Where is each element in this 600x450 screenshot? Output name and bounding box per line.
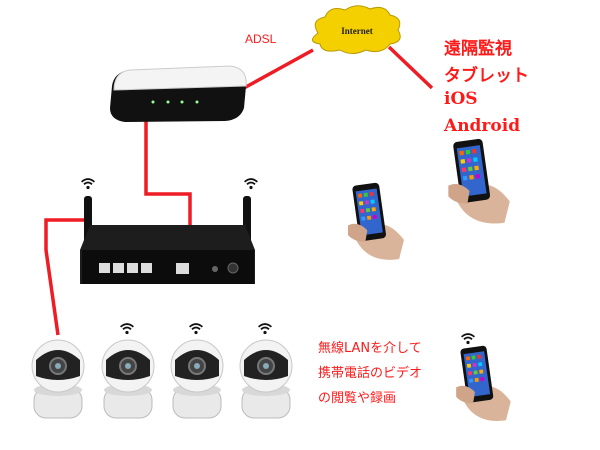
network-links xyxy=(44,45,434,336)
adsl-modem xyxy=(110,65,247,122)
smartphone-local xyxy=(456,345,511,421)
android-label: Android xyxy=(444,116,521,136)
ip-camera-1 xyxy=(31,339,85,419)
wifi-icon xyxy=(188,323,204,335)
smartphone-remote xyxy=(448,138,510,224)
adsl-label: ADSL xyxy=(245,32,277,46)
ip-camera-3 xyxy=(170,339,224,419)
internet-cloud: Internet xyxy=(312,5,401,54)
wireless-router xyxy=(80,196,255,284)
wlan-caption-line-2: 携帯電話のビデオ xyxy=(318,366,423,381)
wlan-caption-line-1: 無線LANを介して xyxy=(318,341,422,356)
internet-label: Internet xyxy=(341,26,373,36)
wlan-caption-line-3: の閲覧や録画 xyxy=(318,391,397,406)
wifi-icon xyxy=(80,178,96,190)
wifi-icon xyxy=(460,333,476,345)
ios-label: iOS xyxy=(444,89,478,109)
smartphone-tablet xyxy=(347,182,404,260)
tablet-label: タブレット xyxy=(444,66,529,86)
wifi-icon xyxy=(257,323,273,335)
ip-camera-2 xyxy=(101,339,155,419)
remote-monitoring-title: 遠隔監視 xyxy=(444,39,512,59)
wifi-icon xyxy=(243,178,259,190)
wifi-icon xyxy=(119,323,135,335)
ip-camera-4 xyxy=(239,339,293,419)
